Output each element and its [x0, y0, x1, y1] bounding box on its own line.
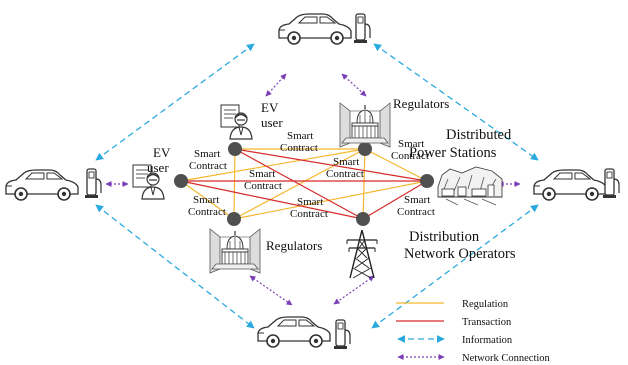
charging-station-icon	[84, 168, 102, 199]
smart-contract-3b: Contract	[189, 160, 227, 172]
ev-user-left-label-1: EV	[153, 145, 171, 160]
node-ev-user-left	[174, 174, 188, 188]
smart-contract-3a: Smart	[194, 148, 220, 160]
capitol-building-icon	[339, 102, 391, 148]
node-power-stations	[420, 174, 434, 188]
car-bottom	[257, 316, 351, 350]
charging-station-icon	[353, 13, 371, 44]
node-regulators-top	[358, 142, 372, 156]
legend-network-connection-label: Network Connection	[462, 353, 551, 364]
ev-user-top-label-2: user	[261, 115, 283, 130]
smart-contract-7b: Contract	[290, 208, 328, 220]
legend: Regulation Transaction Information Netwo…	[396, 299, 551, 364]
ev-user-left-label-2: user	[147, 160, 169, 175]
smart-contract-7a: Smart	[297, 196, 323, 208]
smart-contract-6a: Smart	[193, 194, 219, 206]
car-top	[278, 13, 371, 45]
distributed-power-label-2: Power Stations	[409, 145, 497, 161]
smart-contract-8a: Smart	[404, 194, 430, 206]
car-right	[533, 168, 620, 201]
smart-contract-4b: Contract	[326, 168, 364, 180]
car-icon	[5, 169, 79, 201]
capitol-building-icon	[209, 228, 261, 274]
smart-contract-1a: Smart	[287, 130, 313, 142]
smart-contract-4a: Smart	[333, 156, 359, 168]
information-links	[95, 43, 539, 329]
user-icon	[220, 104, 253, 140]
smart-contract-labels: Smart Contract Smart Contract Smart Cont…	[188, 130, 435, 220]
legend-information-label: Information	[462, 335, 513, 346]
regulators-bottom-label: Regulators	[266, 238, 322, 253]
car-icon	[533, 169, 607, 201]
car-icon	[278, 13, 352, 45]
distributed-power-label-1: Distributed	[446, 127, 512, 143]
distribution-network-label-2: Network Operators	[404, 246, 516, 262]
smart-contract-2a: Smart	[398, 138, 424, 150]
ev-user-top-label-1: EV	[261, 100, 279, 115]
regulation-links	[180, 148, 428, 220]
charging-station-icon	[333, 319, 351, 350]
network-connection-links	[105, 73, 521, 306]
smart-contract-8b: Contract	[397, 206, 435, 218]
legend-transaction-label: Transaction	[462, 317, 512, 328]
distribution-network-label-1: Distribution	[409, 229, 480, 245]
smart-contract-5b: Contract	[244, 180, 282, 192]
legend-regulation-label: Regulation	[462, 299, 509, 310]
node-ev-user-top	[228, 142, 242, 156]
car-icon	[257, 316, 331, 348]
transaction-links	[180, 148, 428, 220]
charging-station-icon	[602, 168, 620, 199]
regulators-top-label: Regulators	[393, 96, 449, 111]
smart-contract-6b: Contract	[188, 206, 226, 218]
smart-contract-2b: Contract	[391, 150, 429, 162]
car-left	[5, 168, 102, 201]
smart-contract-1b: Contract	[280, 142, 318, 154]
smart-contract-5a: Smart	[249, 168, 275, 180]
power-tower-icon	[346, 229, 378, 279]
power-plant-icon	[437, 166, 503, 206]
node-regulators-bottom	[227, 212, 241, 226]
node-network-operators	[356, 212, 370, 226]
blockchain-nodes	[174, 142, 434, 226]
